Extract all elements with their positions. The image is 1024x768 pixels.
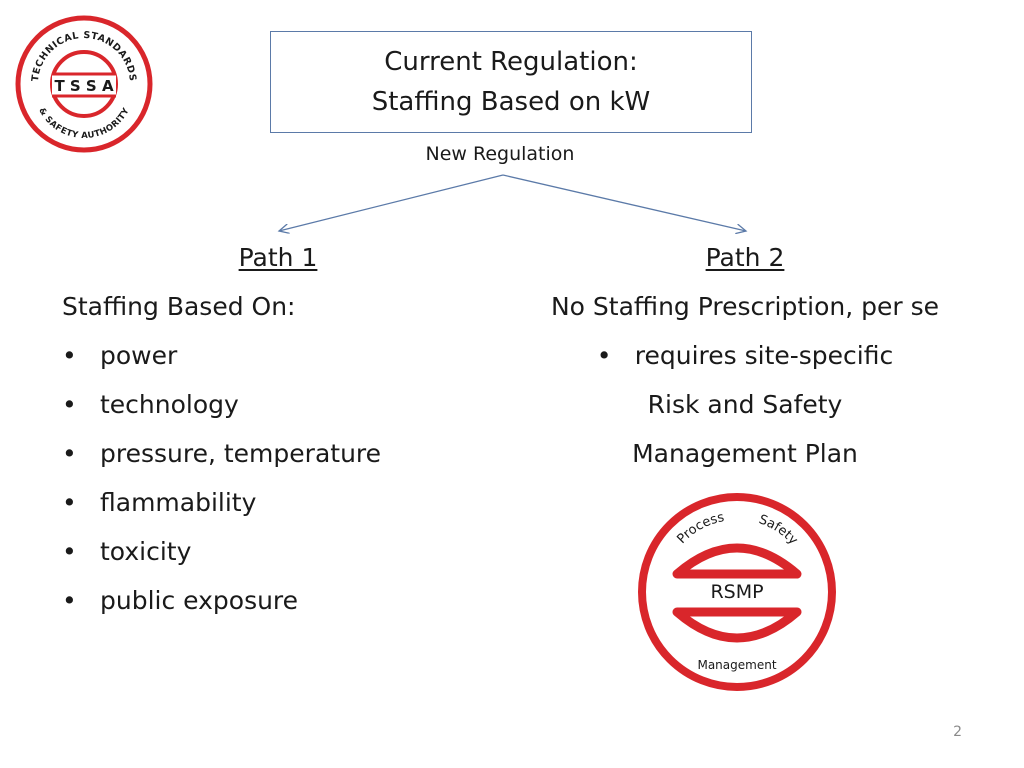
logo-letter-band (52, 74, 116, 96)
path-1-list: power technology pressure, temperature f… (62, 331, 462, 625)
logo-letters: T S S A (54, 77, 114, 95)
arrow-to-path-2 (502, 174, 746, 231)
title-line-2: Staffing Based on kW (371, 87, 651, 117)
rsmp-lower-band (672, 607, 802, 643)
new-regulation-label: New Regulation (425, 143, 575, 165)
arrow-to-path-1 (279, 174, 504, 231)
logo-outer-ring (15, 15, 153, 153)
rsmp-upper-band (672, 543, 802, 579)
list-item: flammability (62, 478, 462, 527)
logo-arc-bottom-text: & SAFETY AUTHORITY (36, 106, 132, 141)
path-1-heading: Path 1 (238, 243, 318, 272)
rsmp-outer-ring (638, 493, 836, 691)
list-item: technology (62, 380, 462, 429)
path-2-line-3: Management Plan (632, 439, 858, 468)
list-item: pressure, temperature (62, 429, 462, 478)
path-2-bullet: requires site-specific (597, 331, 893, 380)
rsmp-logo: Process Safety RSMP Management (638, 493, 836, 691)
path-1-column: Path 1 Staffing Based On: power technolo… (62, 233, 462, 625)
path-2-heading: Path 2 (705, 243, 785, 272)
tssa-logo: TECHNICAL STANDARDS & SAFETY AUTHORITY T… (15, 15, 153, 153)
title-line-1: Current Regulation: (384, 47, 638, 77)
list-item: toxicity (62, 527, 462, 576)
list-item: public exposure (62, 576, 462, 625)
path-2-intro: No Staffing Prescription, per se (550, 292, 940, 321)
list-item: power (62, 331, 462, 380)
rsmp-center-text: RSMP (710, 581, 763, 603)
page-number: 2 (953, 724, 962, 740)
title-box: Current Regulation: Staffing Based on kW (270, 31, 752, 133)
rsmp-management-text: Management (697, 658, 776, 672)
path-2-line-2: Risk and Safety (647, 390, 843, 419)
path-1-intro: Staffing Based On: (62, 292, 296, 321)
path-2-column: Path 2 No Staffing Prescription, per se … (520, 233, 970, 478)
